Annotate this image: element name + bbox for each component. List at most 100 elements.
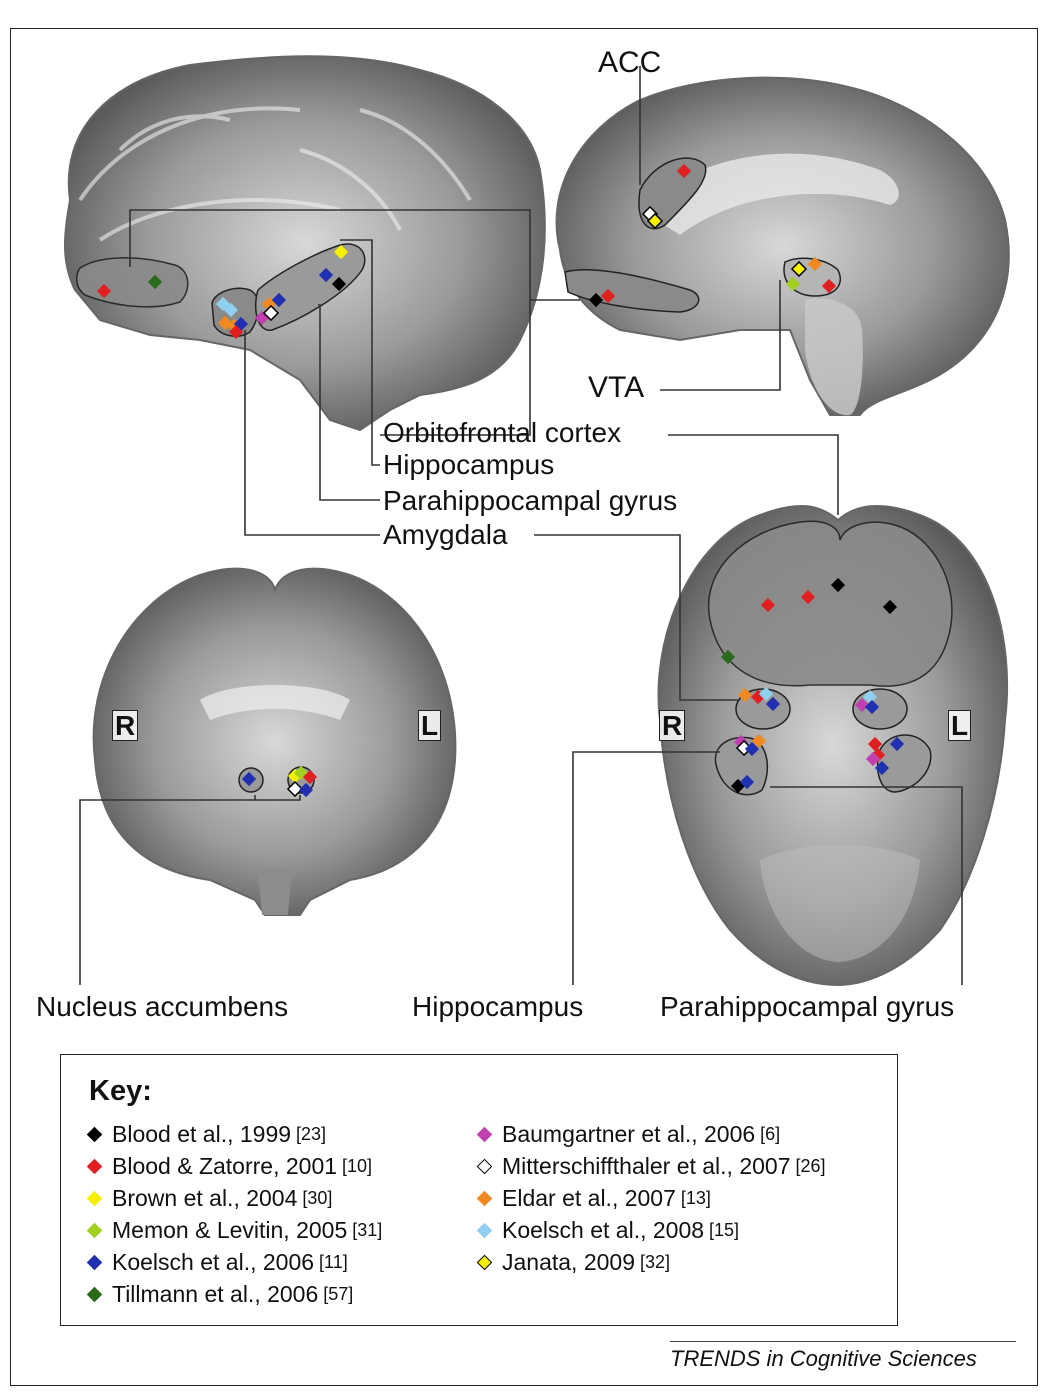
- legend-label: Tillmann et al., 2006: [112, 1281, 319, 1307]
- legend-marker-icon: [86, 1190, 103, 1207]
- legend-marker-icon: [476, 1190, 493, 1207]
- marker-tillmann: [720, 649, 736, 665]
- marker-koelsch-2006: [318, 267, 334, 283]
- marker-blood-zatorre: [867, 736, 883, 752]
- marker-eldar: [737, 687, 753, 703]
- marker-koelsch-2006: [765, 696, 781, 712]
- legend-label: Baumgartner et al., 2006: [502, 1121, 756, 1147]
- legend-marker-icon: [86, 1222, 103, 1239]
- legend-ref: [30]: [297, 1188, 333, 1208]
- legend-item: Blood et al., 1999 [23]: [85, 1121, 326, 1148]
- legend-ref: [32]: [635, 1252, 671, 1272]
- marker-koelsch-2006: [744, 741, 760, 757]
- label-axial-right: R: [659, 710, 686, 742]
- marker-koelsch-2006: [739, 774, 755, 790]
- label-parahippocampal-gyrus-axial: Parahippocampal gyrus: [660, 991, 955, 1022]
- marker-blood-zatorre: [800, 589, 816, 605]
- marker-koelsch-2006: [874, 760, 890, 776]
- legend-marker-icon: [476, 1158, 493, 1175]
- credit-rule: [670, 1341, 1016, 1342]
- marker-koelsch-2006: [889, 736, 905, 752]
- legend-label: Janata, 2009: [502, 1249, 636, 1275]
- marker-baumgartner: [865, 751, 881, 767]
- marker-blood: [830, 577, 846, 593]
- marker-koelsch-2006: [298, 782, 314, 798]
- marker-koelsch-2008: [862, 689, 878, 705]
- legend-ref: [15]: [704, 1220, 740, 1240]
- legend-ref: [13]: [675, 1188, 711, 1208]
- legend-ref: [26]: [790, 1156, 826, 1176]
- legend-marker-icon: [476, 1254, 493, 1271]
- marker-eldar: [807, 256, 823, 272]
- legend-item: Memon & Levitin, 2005 [31]: [85, 1217, 382, 1244]
- marker-blood-zatorre: [302, 769, 318, 785]
- marker-blood-zatorre: [600, 288, 616, 304]
- marker-blood: [882, 599, 898, 615]
- marker-koelsch-2006: [864, 699, 880, 715]
- legend-ref: [31]: [347, 1220, 383, 1240]
- legend-label: Brown et al., 2004: [112, 1185, 298, 1211]
- legend-item: Blood & Zatorre, 2001 [10]: [85, 1153, 372, 1180]
- marker-mitterschiffthaler: [286, 780, 304, 798]
- label-acc: ACC: [598, 46, 662, 79]
- marker-blood-zatorre: [676, 163, 692, 179]
- marker-tillmann: [147, 274, 163, 290]
- figure-frame: [10, 28, 1038, 1386]
- legend-item: Janata, 2009 [32]: [475, 1249, 670, 1276]
- label-hippocampus: Hippocampus: [383, 449, 555, 480]
- legend-marker-icon: [476, 1126, 493, 1143]
- label-axial-left: L: [948, 710, 972, 742]
- legend-label: Mitterschiffthaler et al., 2007: [502, 1153, 791, 1179]
- marker-janata: [646, 212, 664, 230]
- marker-janata: [790, 260, 808, 278]
- marker-blood-zatorre: [96, 283, 112, 299]
- legend-ref: [57]: [318, 1284, 354, 1304]
- marker-brown: [333, 244, 349, 260]
- legend-ref: [23]: [291, 1124, 327, 1144]
- study-markers: [96, 163, 905, 798]
- legend-marker-icon: [86, 1158, 103, 1175]
- marker-koelsch-2008: [223, 302, 239, 318]
- label-orbitofrontal-cortex: Orbitofrontal cortex: [383, 417, 622, 448]
- marker-koelsch-2006: [271, 292, 287, 308]
- label-coronal-right: R: [112, 710, 139, 742]
- legend-label: Blood et al., 1999: [112, 1121, 292, 1147]
- label-vta: VTA: [588, 371, 645, 404]
- legend-item: Koelsch et al., 2008 [15]: [475, 1217, 739, 1244]
- legend-label: Memon & Levitin, 2005: [112, 1217, 348, 1243]
- marker-koelsch-2006: [241, 771, 257, 787]
- legend-item: Tillmann et al., 2006 [57]: [85, 1281, 353, 1308]
- marker-memon: [785, 276, 801, 292]
- legend-marker-icon: [86, 1286, 103, 1303]
- marker-blood: [331, 276, 347, 292]
- marker-koelsch-2008: [758, 686, 774, 702]
- legend-marker-icon: [86, 1126, 103, 1143]
- legend-label: Blood & Zatorre, 2001: [112, 1153, 338, 1179]
- sagittal-medial-brain: [555, 76, 1010, 416]
- label-hippocampus-axial: Hippocampus: [412, 991, 584, 1022]
- legend-ref: [6]: [755, 1124, 781, 1144]
- sagittal-lateral-brain: [64, 55, 546, 432]
- connector-lines: [79, 66, 963, 985]
- legend-marker-icon: [476, 1222, 493, 1239]
- coronal-brain: [92, 567, 457, 916]
- legend-ref: [10]: [337, 1156, 373, 1176]
- label-parahippocampal-gyrus: Parahippocampal gyrus: [383, 485, 678, 516]
- legend-item: Brown et al., 2004 [30]: [85, 1185, 332, 1212]
- credit-text: TRENDS in Cognitive Sciences: [670, 1346, 977, 1371]
- legend-item: Koelsch et al., 2006 [11]: [85, 1249, 348, 1276]
- legend-label: Koelsch et al., 2008: [502, 1217, 705, 1243]
- legend-key: Key: Blood et al., 1999 [23] Blood & Zato…: [60, 1054, 898, 1326]
- legend-label: Koelsch et al., 2006: [112, 1249, 315, 1275]
- marker-baumgartner: [854, 697, 870, 713]
- marker-mitterschiffthaler: [262, 304, 280, 322]
- label-coronal-left: L: [418, 710, 442, 742]
- legend-label: Eldar et al., 2007: [502, 1185, 676, 1211]
- legend-item: Mitterschiffthaler et al., 2007 [26]: [475, 1153, 826, 1180]
- legend-item: Eldar et al., 2007 [13]: [475, 1185, 711, 1212]
- legend-title: Key:: [89, 1075, 152, 1107]
- axial-brain: [657, 504, 1009, 987]
- legend-marker-icon: [86, 1254, 103, 1271]
- marker-blood: [588, 292, 604, 308]
